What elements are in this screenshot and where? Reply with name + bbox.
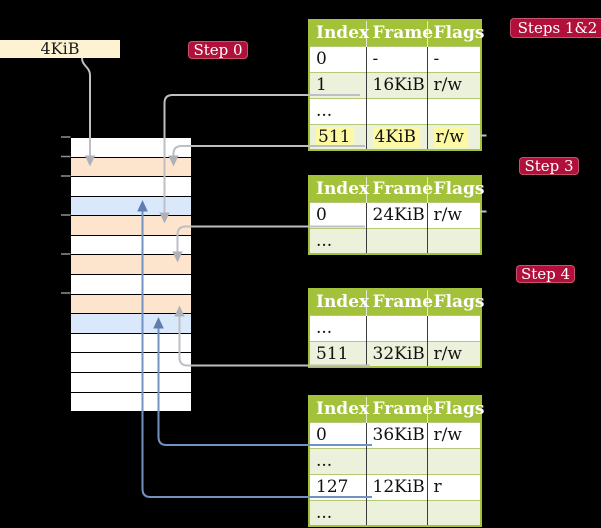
table-row: ... [309, 97, 481, 124]
table-row: ... [309, 499, 481, 526]
column-header-index: Index [309, 396, 369, 422]
table-cell: - [426, 45, 481, 72]
table-cell: r/w [426, 340, 481, 367]
table-cell: 127 [309, 473, 366, 500]
table-row: 511 4KiB r/w [309, 123, 481, 150]
table-cell: 36KiB [365, 421, 427, 448]
table-cell: ... [309, 499, 366, 526]
memory-row-10 [71, 314, 191, 334]
column-header-flags: Flags [426, 20, 485, 46]
table-row: ... [309, 227, 481, 254]
memory-row-11 [71, 333, 191, 354]
highlighted-value: r/w [433, 126, 468, 148]
column-header-frame: Frame [365, 396, 433, 422]
column-header-frame: Frame [365, 20, 433, 46]
table-cell: r/w [426, 421, 481, 448]
memory-row-12 [71, 353, 191, 373]
table-cell: 1 [309, 71, 366, 98]
table-cell: - [365, 45, 427, 72]
table-row: ... [309, 314, 481, 341]
table-cell: ... [309, 314, 366, 341]
table-cell: 24KiB [365, 201, 427, 228]
memory-row-1 [71, 138, 191, 158]
memory-row-14 [71, 392, 191, 412]
table-cell: 12KiB [365, 473, 427, 500]
table-cell [426, 97, 481, 124]
memory-row-9 [71, 294, 191, 315]
memory-row-3 [71, 177, 191, 197]
memory-row-2 [71, 157, 191, 178]
table-cell: 511 [309, 123, 366, 150]
table-cell: ... [309, 227, 366, 254]
memory-row-7 [71, 255, 191, 276]
table-cell: r/w [426, 123, 481, 150]
table-cell: 4KiB [365, 123, 427, 150]
table-cell [426, 499, 481, 526]
memory-row-8 [71, 275, 191, 295]
table-cell: r/w [426, 201, 481, 228]
table-cell [426, 447, 481, 474]
highlighted-value: 511 [316, 126, 355, 148]
table-cell: 0 [309, 421, 366, 448]
column-header-flags: Flags [426, 176, 485, 202]
memory-row-4 [71, 196, 191, 217]
memory-row-6 [71, 235, 191, 256]
memory-row-13 [71, 372, 191, 393]
column-header-index: Index [309, 20, 369, 46]
table-cell [426, 227, 481, 254]
table-cell: ... [309, 97, 366, 124]
table-cell [365, 314, 427, 341]
table-cell: r/w [426, 71, 481, 98]
table-row: 0-- [309, 45, 481, 72]
memory-column [70, 137, 192, 414]
column-header-index: Index [309, 176, 369, 202]
table-cell [365, 499, 427, 526]
column-header-index: Index [309, 289, 369, 315]
highlighted-value: 4KiB [372, 126, 420, 148]
page-size-label: 4KiB [0, 40, 120, 58]
column-header-frame: Frame [365, 176, 433, 202]
table-cell [365, 227, 427, 254]
table-cell: 32KiB [365, 340, 427, 367]
table-cell [365, 447, 427, 474]
table-cell: 511 [309, 340, 366, 367]
table-row: ... [309, 447, 481, 474]
badge-steps-1-2: Steps 1&2 [510, 18, 601, 38]
memory-row-5 [71, 216, 191, 236]
table-cell: 0 [309, 45, 366, 72]
table-cell: ... [309, 447, 366, 474]
badge-step-4: Step 4 [516, 265, 575, 283]
badge-step-0: Step 0 [188, 41, 248, 59]
table-cell: r [426, 473, 481, 500]
table-cell: 0 [309, 201, 366, 228]
column-header-frame: Frame [365, 289, 433, 315]
column-header-flags: Flags [426, 289, 485, 315]
table-cell: 16KiB [365, 71, 427, 98]
badge-step-3: Step 3 [519, 157, 579, 175]
table-cell [426, 314, 481, 341]
column-header-flags: Flags [426, 396, 485, 422]
table-cell [365, 97, 427, 124]
